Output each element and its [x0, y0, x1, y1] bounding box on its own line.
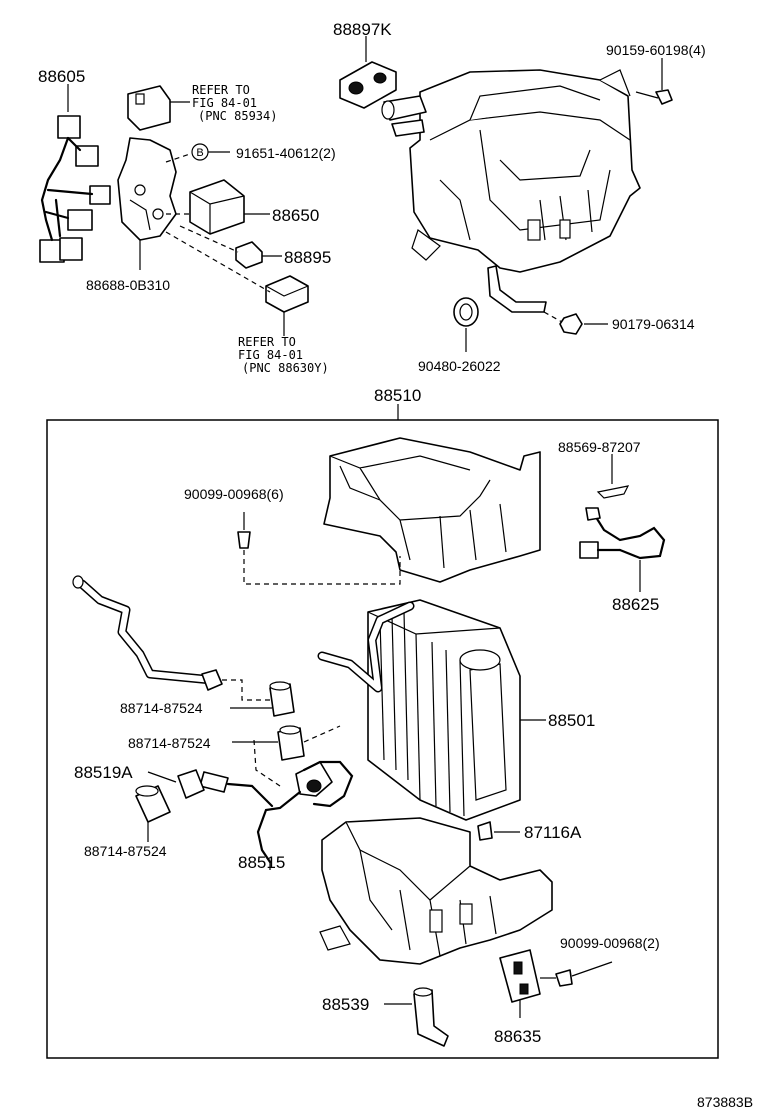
label-88539: 88539 [322, 995, 369, 1014]
label-87116a: 87116A [524, 823, 582, 842]
label-88895: 88895 [284, 248, 331, 267]
suction-tube-illustration [72, 575, 270, 701]
thermistor-88625-illustration [579, 462, 666, 592]
upper-case-illustration [323, 437, 541, 583]
label-88714-87524-b: 88714-87524 [128, 735, 211, 751]
label-88605: 88605 [38, 67, 85, 86]
label-88688-0b310: 88688-0B310 [86, 277, 170, 293]
amplifier-88650-illustration [166, 179, 270, 235]
bolt-90159-illustration [635, 89, 673, 105]
label-88897k: 88897K [333, 20, 392, 39]
label-90099-00968-6: 90099-00968(6) [184, 486, 284, 502]
lower-case-illustration [319, 817, 553, 965]
o-ring-88714-b-illustration [232, 725, 341, 761]
refer2-line3: (PNC 88630Y) [242, 361, 329, 375]
refer2-line2: FIG 84-01 [238, 348, 303, 362]
label-90480-26022: 90480-26022 [418, 358, 501, 374]
connector-88895-illustration [179, 225, 282, 269]
label-88569-87207: 88569-87207 [558, 439, 641, 455]
expansion-valve-88515-illustration [199, 739, 354, 870]
label-88515: 88515 [238, 853, 285, 872]
label-90179-06314: 90179-06314 [612, 316, 695, 332]
label-88635: 88635 [494, 1027, 541, 1046]
drain-hose-88539-illustration [384, 987, 449, 1047]
bolt-91651-illustration: B [165, 143, 230, 163]
o-ring-88714-c-illustration [135, 785, 171, 842]
label-88714-87524-a: 88714-87524 [120, 700, 203, 716]
refer1-line3: (PNC 85934) [198, 109, 277, 123]
label-88625: 88625 [612, 595, 659, 614]
label-91651-40612: 91651-40612(2) [236, 145, 336, 161]
label-88510: 88510 [374, 386, 421, 405]
bracket-88688-illustration [117, 137, 177, 270]
label-88650: 88650 [272, 206, 319, 225]
callout-b-text: B [196, 147, 203, 159]
refer1-line1: REFER TO [192, 83, 250, 97]
label-88501: 88501 [548, 711, 595, 730]
assembly-88510-frame [46, 419, 719, 1059]
label-88519a: 88519A [74, 763, 133, 782]
relay-88630y-illustration [165, 231, 309, 336]
figure-code: 873883B [697, 1094, 753, 1110]
refer2-line1: REFER TO [238, 335, 296, 349]
screw-90099-upper-illustration [237, 512, 401, 585]
relay-85934-illustration [127, 85, 190, 131]
label-88714-87524-c: 88714-87524 [84, 843, 167, 859]
label-90099-00968-2: 90099-00968(2) [560, 935, 660, 951]
nut-90179-illustration [543, 311, 608, 335]
screw-90099-lower-illustration [540, 961, 613, 987]
o-ring-88714-a-illustration [230, 681, 295, 717]
insulator-88519a-illustration [147, 769, 205, 799]
clip-87116a-illustration [477, 821, 520, 841]
grommet-90480-illustration [453, 297, 479, 352]
label-90159-60198: 90159-60198(4) [606, 42, 706, 58]
wire-harness-88605-illustration [39, 84, 111, 263]
bracket-88635-illustration [499, 949, 541, 1018]
refer1-line2: FIG 84-01 [192, 96, 257, 110]
evaporator-88501-illustration [317, 599, 546, 821]
cooling-unit-upper-illustration [339, 61, 641, 313]
